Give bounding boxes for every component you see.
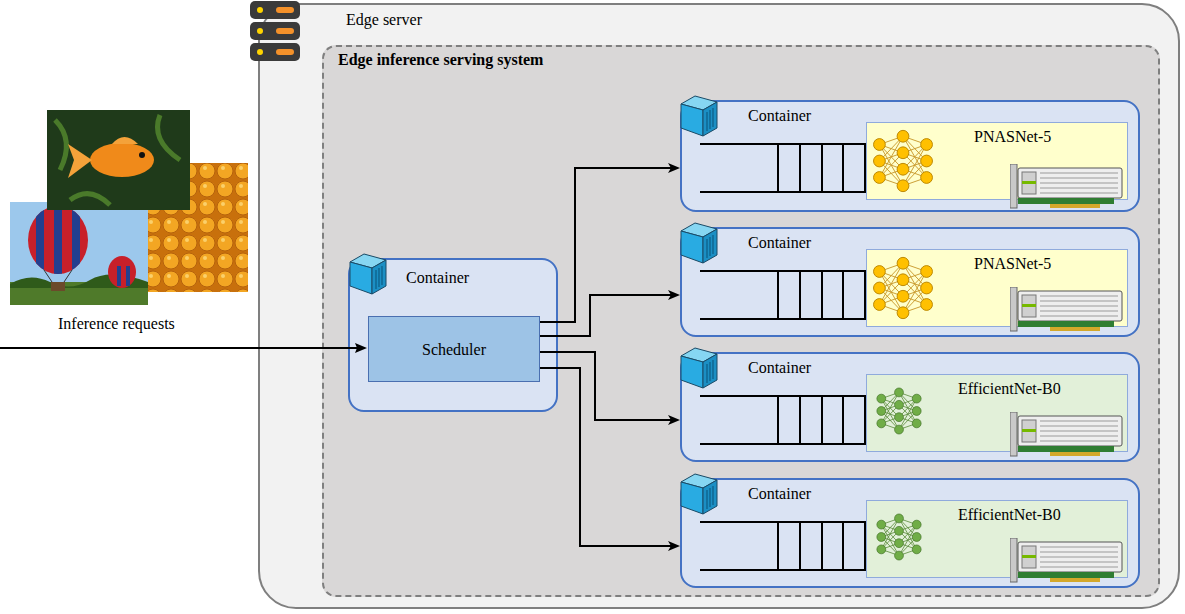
flow-arrow <box>540 163 680 322</box>
label-holder: Inference requests <box>58 314 175 333</box>
server-box: Edge serverEdge inference serving system… <box>258 3 1180 609</box>
container-box: ContainerEfficientNet-B0 <box>680 478 1140 588</box>
flow-arrow <box>540 352 680 425</box>
gpu-cards <box>1010 164 1122 582</box>
model-box: EfficientNet-B0 <box>866 374 1128 452</box>
container-box: ContainerScheduler <box>348 258 558 412</box>
connector-line <box>540 168 672 322</box>
arrow-head <box>668 163 680 173</box>
box-title: PNASNet-5 <box>974 127 1051 146</box>
caption-label: Inference requests <box>58 314 175 333</box>
box-title: EfficientNet-B0 <box>958 505 1061 524</box>
model-box: PNASNet-5 <box>866 249 1128 327</box>
container-icons <box>350 96 717 514</box>
box-label: Scheduler <box>422 340 486 359</box>
box-title: Container <box>748 358 811 377</box>
request-arrow <box>0 343 367 353</box>
system-box: Edge inference serving systemContainerSc… <box>322 45 1160 597</box>
container-box: ContainerPNASNet-5 <box>680 100 1140 212</box>
photo-oranges <box>95 163 248 292</box>
photo-balloons <box>10 200 148 305</box>
box-title: Edge server <box>346 10 422 29</box>
model-box: PNASNet-5 <box>866 122 1128 200</box>
connector-line <box>540 295 672 336</box>
connector-line <box>540 352 672 420</box>
box-title: Container <box>748 233 811 252</box>
arrow-head <box>668 290 680 300</box>
container-box: ContainerPNASNet-5 <box>680 227 1140 337</box>
scheduler-box: Scheduler <box>368 316 540 382</box>
flow-arrow <box>540 368 680 551</box>
photo-goldfish <box>47 110 190 210</box>
flow-arrow <box>540 290 680 336</box>
box-title: EfficientNet-B0 <box>958 379 1061 398</box>
arrow-head <box>668 415 680 425</box>
box-title: Container <box>748 484 811 503</box>
model-box: EfficientNet-B0 <box>866 500 1128 578</box>
connector-line <box>540 368 672 546</box>
group-title: Edge inference serving system <box>338 50 543 69</box>
box-title: Container <box>406 268 469 287</box>
server-icon <box>250 1 300 61</box>
arrow-head <box>668 541 680 551</box>
box-title: PNASNet-5 <box>974 254 1051 273</box>
container-box: ContainerEfficientNet-B0 <box>680 352 1140 462</box>
request-queues <box>700 144 866 570</box>
network-icons <box>874 130 933 560</box>
box-title: Container <box>748 106 811 125</box>
